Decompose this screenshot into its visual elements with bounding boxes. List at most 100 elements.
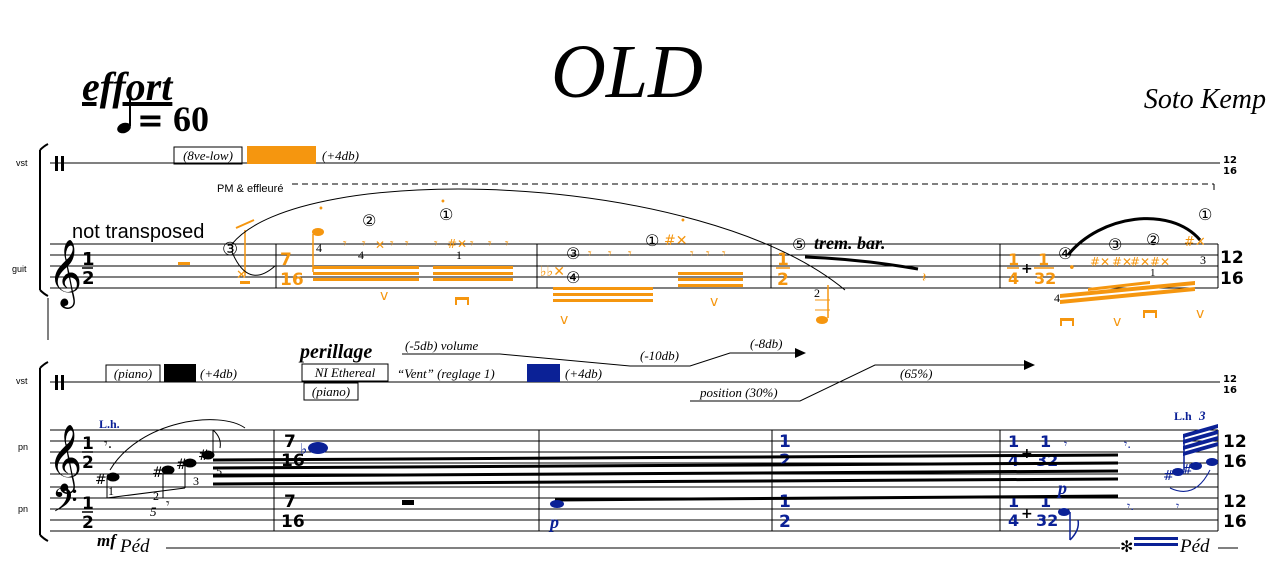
guitar-string-1b: ①: [645, 231, 659, 250]
vst1-barline-thick: [55, 156, 58, 171]
svg-text:2: 2: [779, 451, 791, 471]
svg-text:#: #: [152, 465, 164, 481]
perillage-text: perillage: [298, 341, 372, 363]
svg-text:𝄾: 𝄾: [362, 236, 366, 252]
tempo-quarter-note: [117, 122, 131, 134]
svg-text:v: v: [1196, 306, 1204, 322]
system2-bracket: [39, 361, 49, 542]
piano-rest-1: 𝄾.: [104, 436, 112, 452]
guitar-measure-3: ♭♭✕ v 𝄾 𝄾 𝄾 #✕ 𝄾 𝄾 𝄾 v •: [540, 216, 743, 328]
minus10-text: (-10db): [640, 348, 679, 363]
svg-text:✕: ✕: [236, 268, 247, 283]
svg-text:2: 2: [82, 453, 94, 473]
svg-text:16: 16: [1223, 452, 1247, 472]
svg-text:32: 32: [1034, 269, 1056, 288]
dynamic-mf: mf: [97, 531, 118, 550]
ped-marking-2: Péd: [1179, 536, 1210, 557]
svg-text:𝄾.: 𝄾.: [1124, 437, 1131, 451]
piano-box-2: [303, 382, 359, 401]
svg-text:16: 16: [280, 270, 304, 290]
svg-text:𝄾: 𝄾: [706, 246, 710, 262]
tempo-word: effort: [82, 64, 174, 109]
piano-m1-notes: # # # #: [95, 429, 221, 499]
svg-text:𝄾: 𝄾: [434, 236, 438, 252]
system1-bracket: [39, 143, 49, 297]
vst2-barline-thick-2: [61, 375, 64, 390]
svg-text:•: •: [1068, 261, 1076, 276]
vent-text: “Vent” (reglage 1): [397, 366, 495, 381]
vst2-timesig-den: 16: [1223, 385, 1237, 396]
svg-text:1: 1: [1008, 492, 1019, 511]
staff-label-pn-2: pn: [18, 504, 28, 514]
guitar-fingering-6: 1: [1150, 267, 1156, 279]
trem-bar-line: [804, 255, 919, 271]
position-arrowhead: [1024, 360, 1035, 370]
dynamic-p-1: p: [548, 512, 559, 532]
guitar-fingering-2: 4: [358, 248, 364, 262]
svg-text:#✕: #✕: [447, 237, 467, 251]
svg-text:③: ③: [222, 239, 238, 260]
vst2-gain-text: (+4db): [200, 366, 237, 381]
ped-marking-1: Péd: [119, 536, 150, 557]
svg-text:12: 12: [1223, 492, 1247, 512]
svg-text:#: #: [95, 472, 107, 488]
tempo-equals: =: [137, 101, 164, 139]
guitar-fingering-7: 3: [1200, 253, 1206, 267]
vst2-piano-text: (piano): [114, 366, 152, 381]
tempo-value: 60: [173, 99, 209, 139]
svg-text:7: 7: [284, 492, 296, 512]
vst2-black-block: [164, 364, 196, 382]
vst1-gain-text: (+4db): [322, 148, 359, 163]
piano-sustain-lines: [212, 453, 1119, 502]
guitar-string-4b: ④: [566, 268, 580, 287]
piano-fingering-1: 1: [108, 484, 114, 498]
piano-slur-m1: [109, 419, 246, 471]
guitar-timesig-end-den: 16: [1220, 269, 1244, 289]
svg-text:1: 1: [779, 492, 791, 512]
svg-text:•: •: [440, 197, 446, 208]
vst2-barline-thick: [55, 375, 58, 390]
svg-text:#✕: #✕: [664, 233, 687, 249]
svg-text:1: 1: [779, 432, 791, 452]
percent65-text: (65%): [900, 366, 933, 381]
lh-label-2: L.h: [1174, 409, 1192, 423]
svg-text:𝄾: 𝄾: [390, 236, 394, 252]
trem-bar-text: trem. bar.: [814, 233, 886, 253]
svg-text:32: 32: [1036, 511, 1058, 530]
svg-text:#✕: #✕: [1112, 255, 1132, 269]
svg-text:𝄽: 𝄽: [922, 270, 926, 286]
guitar-slur-long: [231, 188, 846, 291]
svg-text:7: 7: [284, 432, 296, 452]
svg-text:1: 1: [1040, 432, 1051, 451]
pm-effleure-text: PM & effleuré: [217, 183, 283, 195]
svg-text:1: 1: [1008, 432, 1019, 451]
svg-text:1: 1: [82, 494, 94, 514]
staff-label-vst-1: vst: [16, 158, 28, 168]
svg-text:𝄾: 𝄾: [628, 246, 632, 262]
piano-slur-m5: [1169, 469, 1211, 492]
piano-treble-clef: 𝄞: [48, 423, 82, 494]
staff-label-guit: guit: [12, 264, 27, 274]
svg-text:♭♭✕: ♭♭✕: [540, 264, 565, 280]
svg-text:v: v: [380, 288, 388, 304]
composer-name: Soto Kemp: [1144, 84, 1266, 115]
guitar-string-5: ⑤: [792, 235, 806, 254]
piano-fingering-2: 2: [153, 489, 159, 503]
piano-fingering-5: 5: [216, 464, 222, 478]
piano-plus-sign-1: +: [1021, 446, 1033, 462]
vst2-blue-block: [527, 364, 560, 382]
svg-text:𝄾: 𝄾: [1176, 499, 1179, 513]
svg-text:7: 7: [280, 250, 292, 270]
vst1-octave-box: [173, 146, 243, 165]
volume-arrowhead: [795, 348, 806, 358]
guitar-fingering-1: 4: [316, 241, 322, 255]
piano-fingering-3: 3: [193, 474, 199, 488]
svg-text:𝄾: 𝄾: [505, 236, 509, 252]
svg-text:#✕: #✕: [1150, 255, 1170, 269]
svg-text:16: 16: [281, 512, 305, 532]
staff-label-pn-1: pn: [18, 442, 28, 452]
svg-text:1: 1: [1040, 492, 1051, 511]
guitar-treble-clef: 𝄞: [48, 238, 82, 309]
svg-text:2: 2: [779, 512, 791, 532]
vst2-piano-box: [105, 364, 161, 383]
